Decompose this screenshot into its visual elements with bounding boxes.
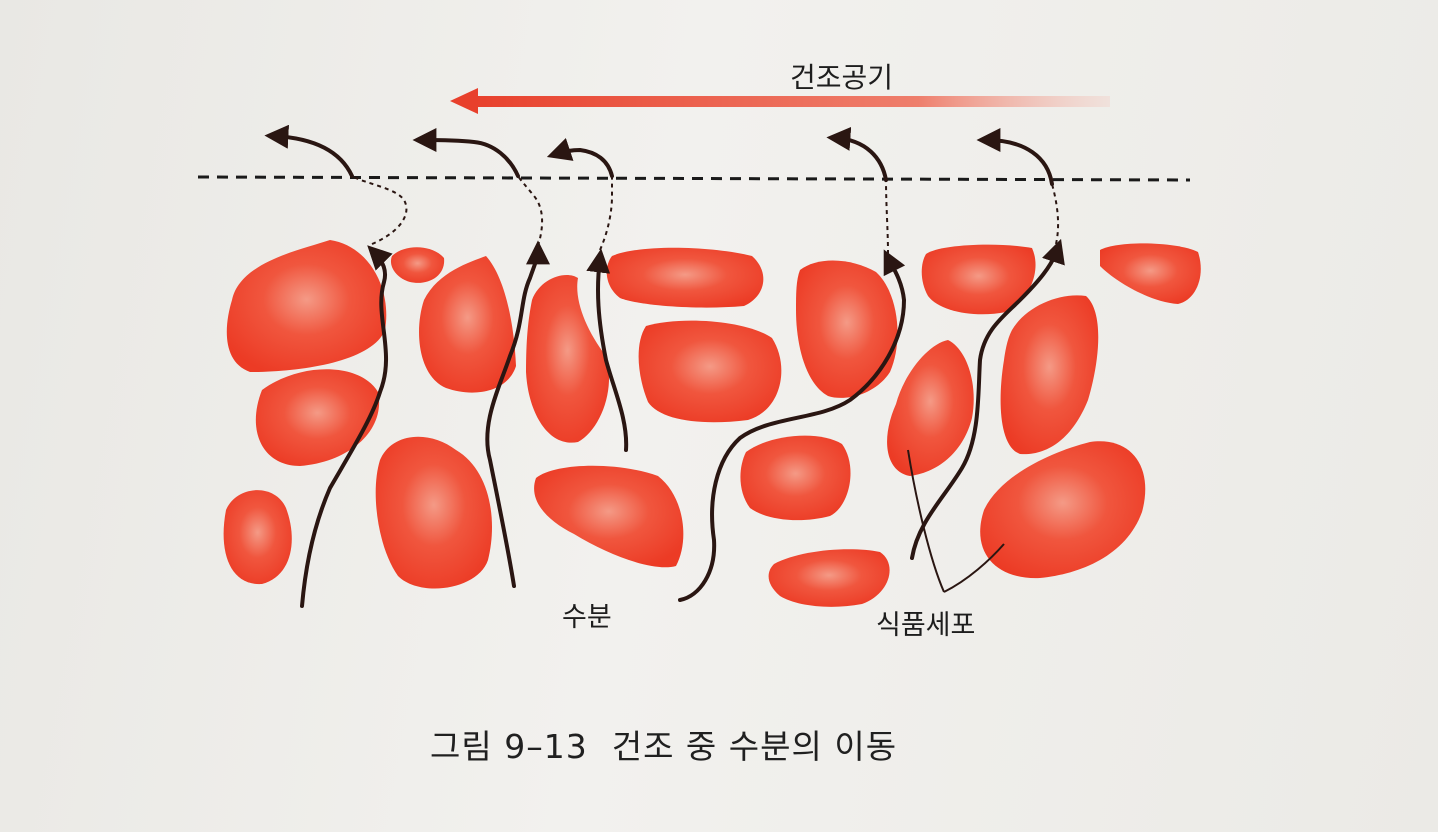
food-cells (223, 240, 1201, 607)
escape-arrow (826, 126, 888, 182)
figure-number: 그림 9–13 (430, 727, 588, 766)
dotted-escape-segments (351, 175, 1060, 255)
dotted-segment (351, 175, 408, 245)
food-cell (638, 320, 782, 423)
moisture-path (300, 245, 393, 608)
leader-line (943, 543, 1005, 593)
figure-title: 건조 중 수분의 이동 (611, 727, 898, 766)
food-cell (1100, 243, 1201, 304)
food-cell (226, 240, 387, 372)
moisture-path (678, 249, 907, 602)
dotted-segment (599, 176, 613, 251)
escape-arrow (412, 128, 520, 178)
dotted-segment (517, 175, 544, 247)
figure-caption: 그림 9–13 건조 중 수분의 이동 (430, 720, 897, 768)
food-cell (606, 247, 764, 308)
dry-air-label: 건조공기 (790, 61, 894, 94)
food-cell-label: 식품세포 (876, 610, 976, 641)
food-cell (223, 490, 292, 585)
moisture-paths (300, 238, 1065, 608)
dotted-segment (1051, 183, 1060, 245)
food-cell (375, 436, 493, 589)
food-cell (534, 465, 684, 568)
food-cell (768, 549, 890, 607)
food-cell (796, 260, 898, 398)
dry-air-arrow (450, 88, 1110, 114)
food-cell-leader-lines (907, 449, 1005, 593)
food-cell (255, 369, 380, 466)
leader-line (907, 449, 945, 593)
food-cell (526, 274, 610, 443)
food-cell (980, 441, 1146, 579)
dotted-segment (885, 179, 889, 255)
food-cell (1000, 295, 1099, 455)
food-cell (740, 435, 851, 521)
food-cell (419, 256, 516, 393)
surface-dashed-line (197, 175, 1191, 182)
food-cell (887, 340, 974, 476)
moisture-path (586, 248, 629, 452)
moisture-path (485, 240, 550, 588)
escape-arrow (546, 138, 614, 178)
moisture-label: 수분 (562, 602, 612, 633)
moisture-path (910, 238, 1065, 560)
escape-arrows (264, 124, 1054, 186)
food-cell (921, 244, 1036, 315)
escape-arrow (976, 128, 1054, 186)
food-cell (390, 247, 445, 283)
escape-arrow (264, 124, 354, 178)
